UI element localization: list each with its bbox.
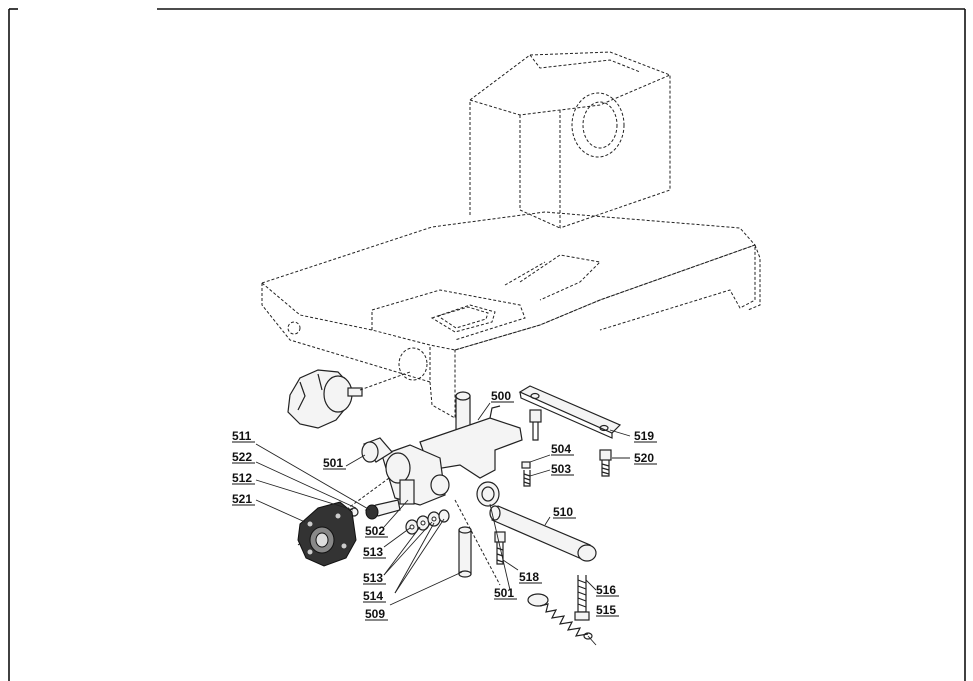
label-504: 504 [551,442,571,456]
label-522: 522 [232,450,252,464]
screw-503-504 [521,461,531,487]
label-512: 512 [232,471,252,485]
screw-516 [574,575,590,621]
label-521: 521 [232,492,252,506]
label-516: 516 [596,583,616,597]
washers-513-514 [405,509,450,535]
machine-base-phantom [260,51,761,419]
plate-519 [518,385,622,439]
label-511: 511 [232,429,252,443]
bracket-500 [381,391,523,506]
label-503: 503 [551,462,571,476]
gear-housing-521 [297,501,357,567]
label-513-b: 513 [363,571,383,585]
pin-509 [458,526,472,578]
label-518: 518 [519,570,539,584]
label-520: 520 [634,451,654,465]
screw-520 [529,409,612,477]
frame-border [8,8,966,681]
shaft-510 [489,505,597,562]
part-labels: 500 501 501 502 503 504 509 510 511 512 … [232,389,657,621]
bushing-501-lower [476,481,500,507]
label-501-upper: 501 [323,456,343,470]
label-510: 510 [553,505,573,519]
bushing-501-upper [361,437,393,463]
label-514: 514 [363,589,383,603]
label-501-lower: 501 [494,586,514,600]
label-502: 502 [365,524,385,538]
label-515: 515 [596,603,616,617]
label-513-a: 513 [363,545,383,559]
label-500: 500 [491,389,511,403]
screw-511-522 [349,499,401,520]
handwheel-knob [287,369,411,429]
label-519: 519 [634,429,654,443]
label-509: 509 [365,607,385,621]
spring-515 [527,593,597,646]
leader-lines [255,402,631,606]
